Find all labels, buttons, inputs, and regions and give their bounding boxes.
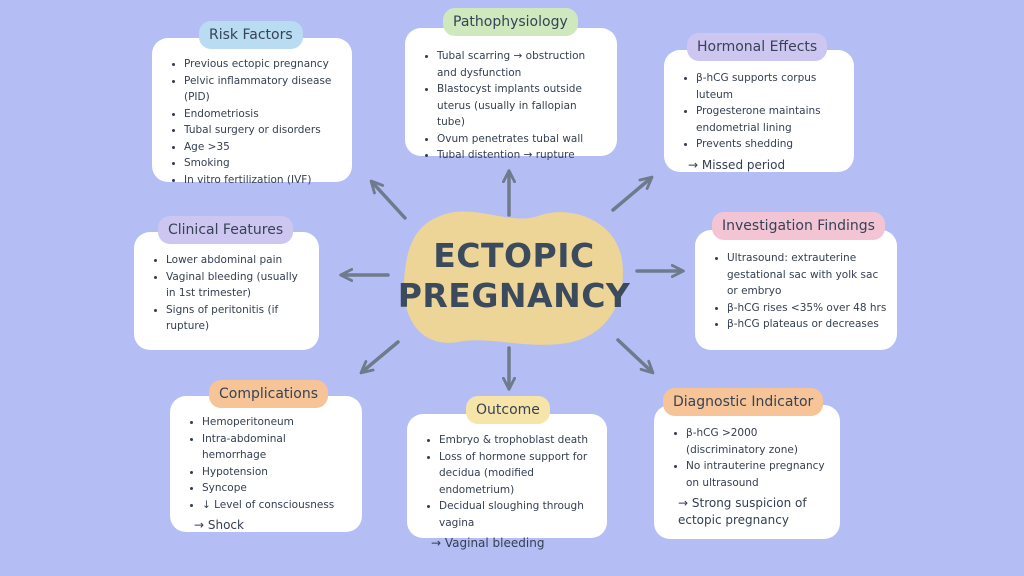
complications-list: Hemoperitoneum Intra-abdominal hemorrhag…: [184, 414, 352, 513]
outcome-list: Embryo & trophoblast death Loss of hormo…: [421, 432, 597, 531]
list-item: Signs of peritonitis (if rupture): [166, 302, 309, 335]
list-item: Tubal distention → rupture: [437, 147, 607, 164]
list-item: β-hCG >2000 (discriminatory zone): [686, 425, 830, 458]
list-item: Endometriosis: [184, 106, 342, 123]
risk-factors-list: Previous ectopic pregnancy Pelvic inflam…: [166, 56, 342, 188]
hormonal-effects-list: β-hCG supports corpus luteum Progesteron…: [678, 70, 844, 153]
list-item: No intrauterine pregnancy on ultrasound: [686, 458, 830, 491]
clinical-features-card: Lower abdominal pain Vaginal bleeding (u…: [134, 232, 319, 350]
arrow-to-hormonal-effects: [611, 175, 654, 212]
list-item: ↓ Level of consciousness: [202, 497, 352, 514]
diagnostic-indicator-list: β-hCG >2000 (discriminatory zone) No int…: [668, 425, 830, 491]
outcome-title: Outcome: [466, 396, 550, 424]
diagnostic-indicator-title: Diagnostic Indicator: [663, 388, 824, 416]
complications-title: Complications: [209, 380, 329, 408]
list-item: Prevents shedding: [696, 136, 844, 153]
investigation-findings-card: Ultrasound: extrauterine gestational sac…: [695, 230, 897, 350]
list-item: Lower abdominal pain: [166, 252, 309, 269]
risk-factors-title: Risk Factors: [199, 21, 303, 49]
list-item: Tubal scarring → obstruction and dysfunc…: [437, 48, 607, 81]
pathophysiology-list: Tubal scarring → obstruction and dysfunc…: [419, 48, 607, 164]
complications-result: → Shock: [194, 518, 244, 532]
outcome-card: Embryo & trophoblast death Loss of hormo…: [407, 414, 607, 550]
list-item: Progesterone maintains endometrial linin…: [696, 103, 844, 136]
list-item: Intra-abdominal hemorrhage: [202, 431, 352, 464]
center-title: ECTOPIC PREGNANCY: [397, 202, 631, 350]
center-blob-shape: [403, 211, 623, 345]
list-item: Hemoperitoneum: [202, 414, 352, 431]
list-item: Smoking: [184, 155, 342, 172]
list-item: Tubal surgery or disorders: [184, 122, 342, 139]
list-item: β-hCG supports corpus luteum: [696, 70, 844, 103]
diagnostic-indicator-result: → Strong suspicion of ectopic pregnancy: [678, 496, 807, 527]
arrow-to-risk-factors: [369, 179, 407, 220]
arrow-to-complications: [359, 340, 400, 375]
list-item: Decidual sloughing through vagina: [439, 498, 597, 531]
list-item: Hypotension: [202, 464, 352, 481]
center-blob: [403, 211, 623, 345]
list-item: Pelvic inflammatory disease (PID): [184, 73, 342, 106]
clinical-features-list: Lower abdominal pain Vaginal bleeding (u…: [148, 252, 309, 335]
list-item: Age >35: [184, 139, 342, 156]
hormonal-effects-title: Hormonal Effects: [687, 33, 828, 61]
list-item: Previous ectopic pregnancy: [184, 56, 342, 73]
investigation-findings-title: Investigation Findings: [712, 212, 885, 240]
outcome-result: → Vaginal bleeding: [431, 536, 545, 550]
pathophysiology-card: Tubal scarring → obstruction and dysfunc…: [405, 28, 617, 161]
clinical-features-title: Clinical Features: [158, 216, 294, 244]
hormonal-effects-card: β-hCG supports corpus luteum Progesteron…: [664, 50, 854, 172]
list-item: In vitro fertilization (IVF): [184, 172, 342, 189]
list-item: Ultrasound: extrauterine gestational sac…: [727, 250, 887, 300]
list-item: Ovum penetrates tubal wall: [437, 131, 607, 148]
center-title-line2: PREGNANCY: [397, 276, 631, 315]
list-item: Syncope: [202, 480, 352, 497]
list-item: Embryo & trophoblast death: [439, 432, 597, 449]
complications-card: Hemoperitoneum Intra-abdominal hemorrhag…: [170, 396, 362, 532]
list-item: Loss of hormone support for decidua (mod…: [439, 449, 597, 499]
investigation-findings-list: Ultrasound: extrauterine gestational sac…: [709, 250, 887, 333]
arrow-to-diagnostic-indicator: [616, 338, 655, 375]
list-item: β-hCG plateaus or decreases: [727, 316, 887, 333]
list-item: Vaginal bleeding (usually in 1st trimest…: [166, 269, 309, 302]
center-title-line1: ECTOPIC: [433, 236, 595, 275]
list-item: β-hCG rises <35% over 48 hrs: [727, 300, 887, 317]
diagnostic-indicator-card: β-hCG >2000 (discriminatory zone) No int…: [654, 405, 840, 539]
pathophysiology-title: Pathophysiology: [443, 8, 578, 36]
risk-factors-card: Previous ectopic pregnancy Pelvic inflam…: [152, 38, 352, 186]
list-item: Blastocyst implants outside uterus (usua…: [437, 81, 607, 131]
hormonal-effects-result: → Missed period: [688, 157, 786, 172]
